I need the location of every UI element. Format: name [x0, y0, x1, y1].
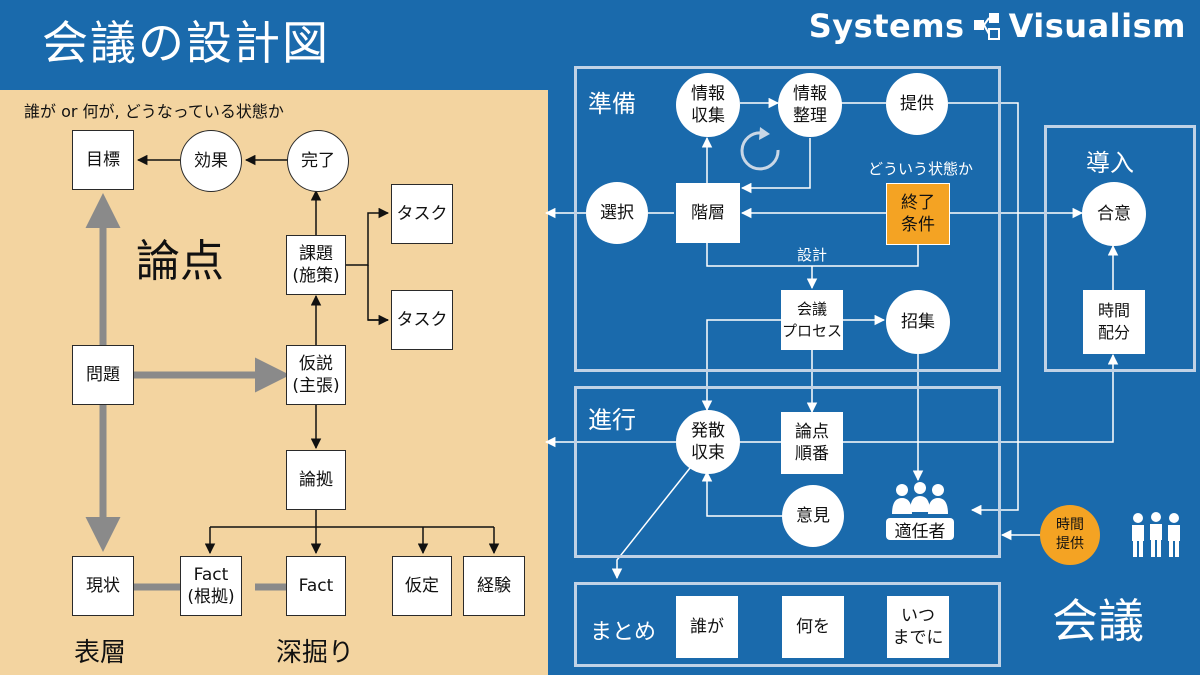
- brand-logo-text: Systems Visualism: [809, 6, 1186, 46]
- ronten-order-label-1: 論点: [795, 422, 829, 442]
- deep-label: 深掘り: [276, 638, 355, 668]
- info-collect-label-2: 収集: [691, 106, 725, 126]
- problem-box: 問題: [72, 345, 134, 405]
- basis-box: 論拠: [286, 450, 346, 510]
- done-circle: 完了: [287, 130, 349, 192]
- recruit-circle: 招集: [886, 290, 950, 354]
- team-icon: [1132, 512, 1180, 557]
- info-organize-label-2: 整理: [793, 106, 827, 126]
- when-box: いつ までに: [887, 596, 949, 658]
- hypothesis-label: 仮説: [299, 354, 333, 374]
- intro-frame: [1044, 125, 1196, 372]
- brand-left: Systems: [808, 7, 965, 45]
- goal-box: 目標: [72, 130, 134, 190]
- meeting-label: 会議: [1052, 594, 1144, 648]
- what-box: 何を: [782, 596, 844, 658]
- diverge-label: 発散: [691, 421, 725, 441]
- cycle-icon: [740, 127, 780, 171]
- fact-basis-box: Fact (根拠): [180, 556, 242, 616]
- when-label-2: までに: [892, 628, 944, 648]
- diverge-converge-circle: 発散 収束: [676, 410, 740, 474]
- design-label: 設計: [797, 246, 828, 264]
- fit-person-label: 適任者: [886, 518, 954, 542]
- info-organize-circle: 情報 整理: [778, 73, 842, 137]
- end-condition-box: 終了 条件: [886, 183, 950, 245]
- summary-label: まとめ: [590, 620, 657, 645]
- time-provide-label-2: 提供: [1056, 536, 1084, 552]
- meeting-process-label-1: 会議: [796, 300, 827, 318]
- end-condition-label-2: 条件: [901, 215, 935, 235]
- end-condition-label-1: 終了: [901, 193, 935, 213]
- prep-frame: [574, 66, 1001, 372]
- surface-label: 表層: [74, 638, 127, 668]
- time-provide-label-1: 時間: [1056, 517, 1084, 533]
- progress-label: 進行: [588, 406, 636, 434]
- time-alloc-label-1: 時間: [1097, 301, 1130, 320]
- state-note: 誰が or 何が, どうなっている状態か: [24, 102, 284, 121]
- ronten-order-label-2: 順番: [795, 444, 829, 464]
- ronten-label: 論点: [136, 236, 224, 287]
- time-alloc-label-2: 配分: [1097, 323, 1130, 342]
- time-alloc-box: 時間 配分: [1083, 290, 1145, 354]
- hypothesis-sub-label: (主張): [292, 376, 340, 396]
- prep-label: 準備: [588, 90, 636, 118]
- opinion-circle: 意見: [782, 485, 844, 547]
- page-title: 会議の設計図: [42, 16, 330, 70]
- agree-circle: 合意: [1082, 182, 1146, 246]
- meeting-process-box: 会議 プロセス: [781, 290, 843, 350]
- info-collect-circle: 情報 収集: [676, 73, 740, 137]
- effect-circle: 効果: [180, 130, 242, 192]
- fact-label: Fact: [193, 565, 229, 585]
- summary-frame: [574, 582, 1001, 667]
- progress-frame: [574, 386, 1001, 558]
- time-provide-circle: 時間 提供: [1040, 505, 1100, 565]
- issue-box: 課題 (施策): [286, 235, 346, 295]
- brand-right: Visualism: [1008, 7, 1186, 45]
- converge-label: 収束: [691, 443, 725, 463]
- who-box: 誰が: [676, 596, 738, 658]
- when-label-1: いつ: [901, 606, 935, 626]
- intro-label: 導入: [1086, 149, 1134, 177]
- fact-sub-label: (根拠): [187, 587, 235, 607]
- current-box: 現状: [72, 556, 134, 616]
- task-box-2: タスク: [391, 290, 453, 350]
- people-icon: [892, 482, 948, 514]
- end-state-note: どういう状態か: [868, 160, 974, 178]
- hierarchy-box: 階層: [676, 183, 740, 243]
- experience-box: 経験: [463, 556, 525, 616]
- issue-label: 課題: [299, 244, 333, 264]
- select-circle: 選択: [586, 182, 648, 244]
- issue-sub-label: (施策): [292, 266, 340, 286]
- assumption-box: 仮定: [392, 556, 452, 616]
- meeting-process-label-2: プロセス: [781, 322, 842, 340]
- fit-person-group: 適任者: [880, 482, 960, 542]
- info-organize-label-1: 情報: [793, 84, 827, 104]
- hypothesis-box: 仮説 (主張): [286, 345, 346, 405]
- task-box-1: タスク: [391, 184, 453, 244]
- ronten-order-box: 論点 順番: [781, 412, 843, 474]
- info-collect-label-1: 情報: [691, 84, 725, 104]
- fact-box: Fact: [286, 556, 346, 616]
- systems-visualism-logo-icon: [973, 13, 1000, 40]
- provide-circle: 提供: [886, 73, 948, 135]
